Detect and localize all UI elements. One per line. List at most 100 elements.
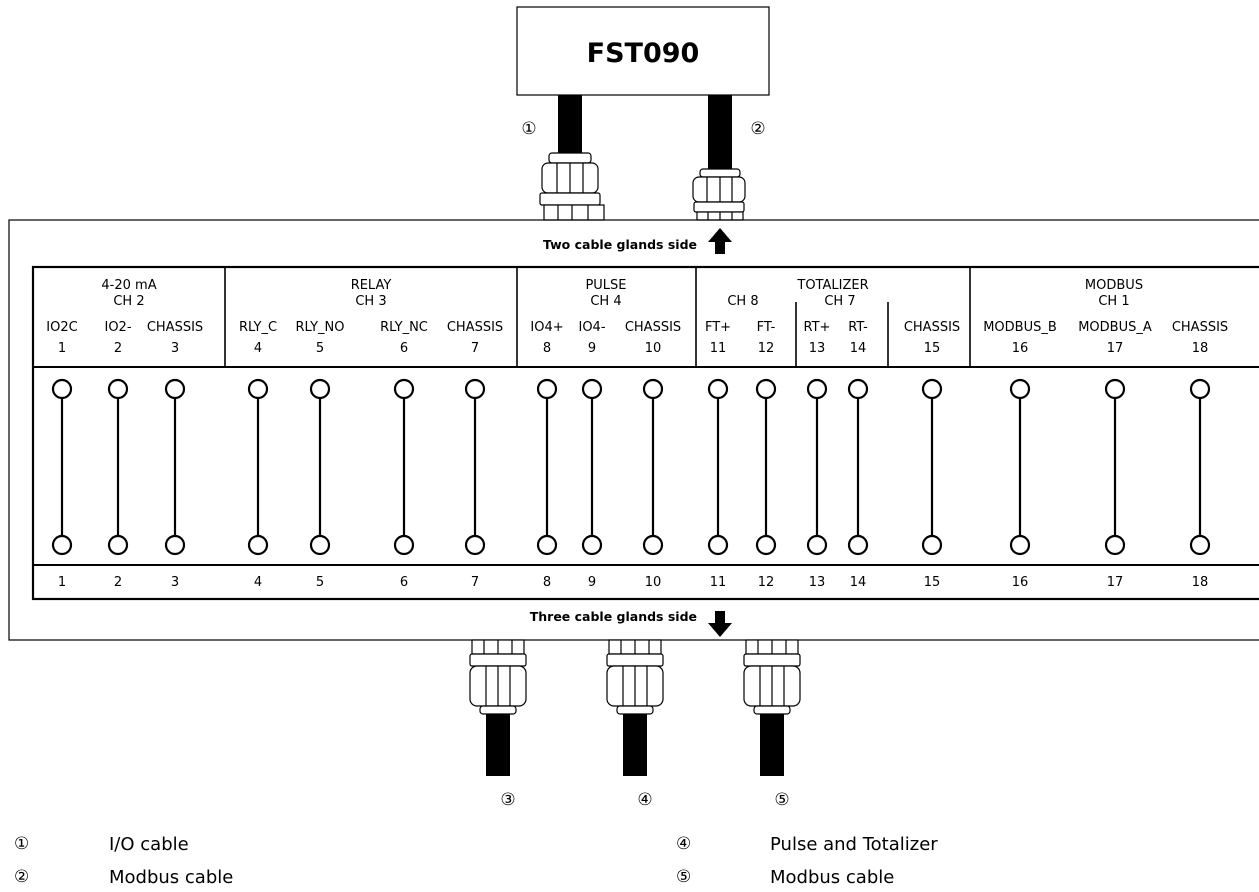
- terminal-number-top: 7: [471, 341, 479, 356]
- terminal-number-bottom: 10: [645, 575, 662, 590]
- group-channel-ch8: CH 8: [727, 294, 758, 309]
- terminal-number-top: 17: [1107, 341, 1124, 356]
- cable-gland-bottom-1: [469, 639, 527, 715]
- terminal-screw-top[interactable]: [755, 378, 777, 400]
- terminal-screw-bottom[interactable]: [51, 534, 73, 556]
- terminal-number-top: 5: [316, 341, 324, 356]
- terminal: FT+ 11 11: [705, 320, 731, 590]
- terminal-screw-top[interactable]: [581, 378, 603, 400]
- terminal-screw-bottom[interactable]: [309, 534, 331, 556]
- terminal-number-top: 11: [710, 341, 727, 356]
- terminal-number-top: 9: [588, 341, 596, 356]
- legend: ① I/O cable ② Modbus cable ④ Pulse and T…: [14, 834, 938, 888]
- terminal-label: RLY_NO: [296, 320, 345, 335]
- group-title-pulse: PULSE: [585, 278, 626, 293]
- terminal-number-bottom: 6: [400, 575, 408, 590]
- cable-gland-top-1: [539, 152, 605, 221]
- terminal-screw-bottom[interactable]: [164, 534, 186, 556]
- terminal-screw-bottom[interactable]: [755, 534, 777, 556]
- terminal-number-bottom: 18: [1192, 575, 1209, 590]
- terminal-screw-top[interactable]: [536, 378, 558, 400]
- terminal-screw-bottom[interactable]: [847, 534, 869, 556]
- terminal-screw-top[interactable]: [51, 378, 73, 400]
- terminal-screw-bottom[interactable]: [536, 534, 558, 556]
- terminal-screw-top[interactable]: [164, 378, 186, 400]
- terminal-screw-top[interactable]: [1189, 378, 1211, 400]
- terminal-label: IO2C: [46, 320, 77, 335]
- terminal-screw-top[interactable]: [1104, 378, 1126, 400]
- terminal-label: RLY_C: [239, 320, 277, 335]
- side-label-bottom: Three cable glands side: [530, 609, 697, 624]
- terminal-screw-top[interactable]: [806, 378, 828, 400]
- terminal-screw-bottom[interactable]: [1104, 534, 1126, 556]
- terminal-screw-top[interactable]: [107, 378, 129, 400]
- terminal-screw-top[interactable]: [921, 378, 943, 400]
- terminal: IO4+88: [530, 320, 563, 590]
- legend-text: I/O cable: [109, 834, 189, 855]
- callout-2: ②: [750, 119, 765, 139]
- terminal-number-bottom: 14: [850, 575, 867, 590]
- terminal-screw-bottom[interactable]: [642, 534, 664, 556]
- terminal: IO4-99: [578, 320, 605, 590]
- terminal-enclosure: [8, 219, 1259, 641]
- terminal-number-bottom: 15: [924, 575, 941, 590]
- terminal-number-top: 2: [114, 341, 122, 356]
- terminals: IO2C11IO2-22CHASSIS33RLY_C44RLY_NO55RLY_…: [46, 320, 1228, 590]
- cable-4: [623, 714, 647, 776]
- side-label-top: Two cable glands side: [543, 237, 697, 252]
- terminal-screw-bottom[interactable]: [921, 534, 943, 556]
- legend-text: Pulse and Totalizer: [770, 834, 938, 855]
- terminal-screw-top[interactable]: [847, 378, 869, 400]
- terminal: RLY_C 4 4: [239, 320, 277, 590]
- terminal-screw-bottom[interactable]: [393, 534, 415, 556]
- terminal-screw-top[interactable]: [642, 378, 664, 400]
- terminal-screw-top[interactable]: [393, 378, 415, 400]
- legend-marker: ⑤: [676, 867, 691, 887]
- terminal-label: RT-: [848, 320, 868, 335]
- terminal-screw-bottom[interactable]: [581, 534, 603, 556]
- group-title-relay: RELAY: [351, 278, 392, 293]
- terminal-label: MODBUS_A: [1078, 320, 1152, 335]
- group-channel-ch2: CH 2: [113, 294, 144, 309]
- legend-text: Modbus cable: [109, 867, 233, 888]
- cable-5: [760, 714, 784, 776]
- terminal-label: CHASSIS: [147, 320, 203, 335]
- terminal-number-top: 1: [58, 341, 66, 356]
- terminal-screw-bottom[interactable]: [247, 534, 269, 556]
- terminal-screw-top[interactable]: [309, 378, 331, 400]
- terminal-screw-top[interactable]: [247, 378, 269, 400]
- terminal-screw-top[interactable]: [1009, 378, 1031, 400]
- terminal-number-top: 13: [809, 341, 826, 356]
- terminal-number-bottom: 2: [114, 575, 122, 590]
- terminal-number-top: 15: [924, 341, 941, 356]
- terminal-label: RLY_NC: [380, 320, 428, 335]
- group-channel-ch7: CH 7: [824, 294, 855, 309]
- terminal-screw-bottom[interactable]: [464, 534, 486, 556]
- terminal-number-top: 3: [171, 341, 179, 356]
- terminal-screw-bottom[interactable]: [1189, 534, 1211, 556]
- terminal-number-bottom: 11: [710, 575, 727, 590]
- terminal-number-top: 8: [543, 341, 551, 356]
- terminal-label: IO2-: [104, 320, 131, 335]
- terminal-block: [31, 265, 1259, 601]
- terminal-screw-bottom[interactable]: [707, 534, 729, 556]
- terminal-number-bottom: 16: [1012, 575, 1029, 590]
- terminal-screw-top[interactable]: [707, 378, 729, 400]
- callout-1: ①: [521, 119, 536, 139]
- terminal-screw-bottom[interactable]: [806, 534, 828, 556]
- terminal-number-top: 4: [254, 341, 262, 356]
- callout-3: ③: [500, 790, 515, 810]
- group-title-modbus: MODBUS: [1085, 278, 1143, 293]
- terminal-label: FT+: [705, 320, 731, 335]
- group-channel-ch4: CH 4: [590, 294, 621, 309]
- terminal-number-top: 18: [1192, 341, 1209, 356]
- terminal-screw-bottom[interactable]: [1009, 534, 1031, 556]
- terminal-screw-top[interactable]: [464, 378, 486, 400]
- group-title-4-20ma: 4-20 mA: [101, 278, 156, 293]
- terminal-screw-bottom[interactable]: [107, 534, 129, 556]
- terminal-number-bottom: 4: [254, 575, 262, 590]
